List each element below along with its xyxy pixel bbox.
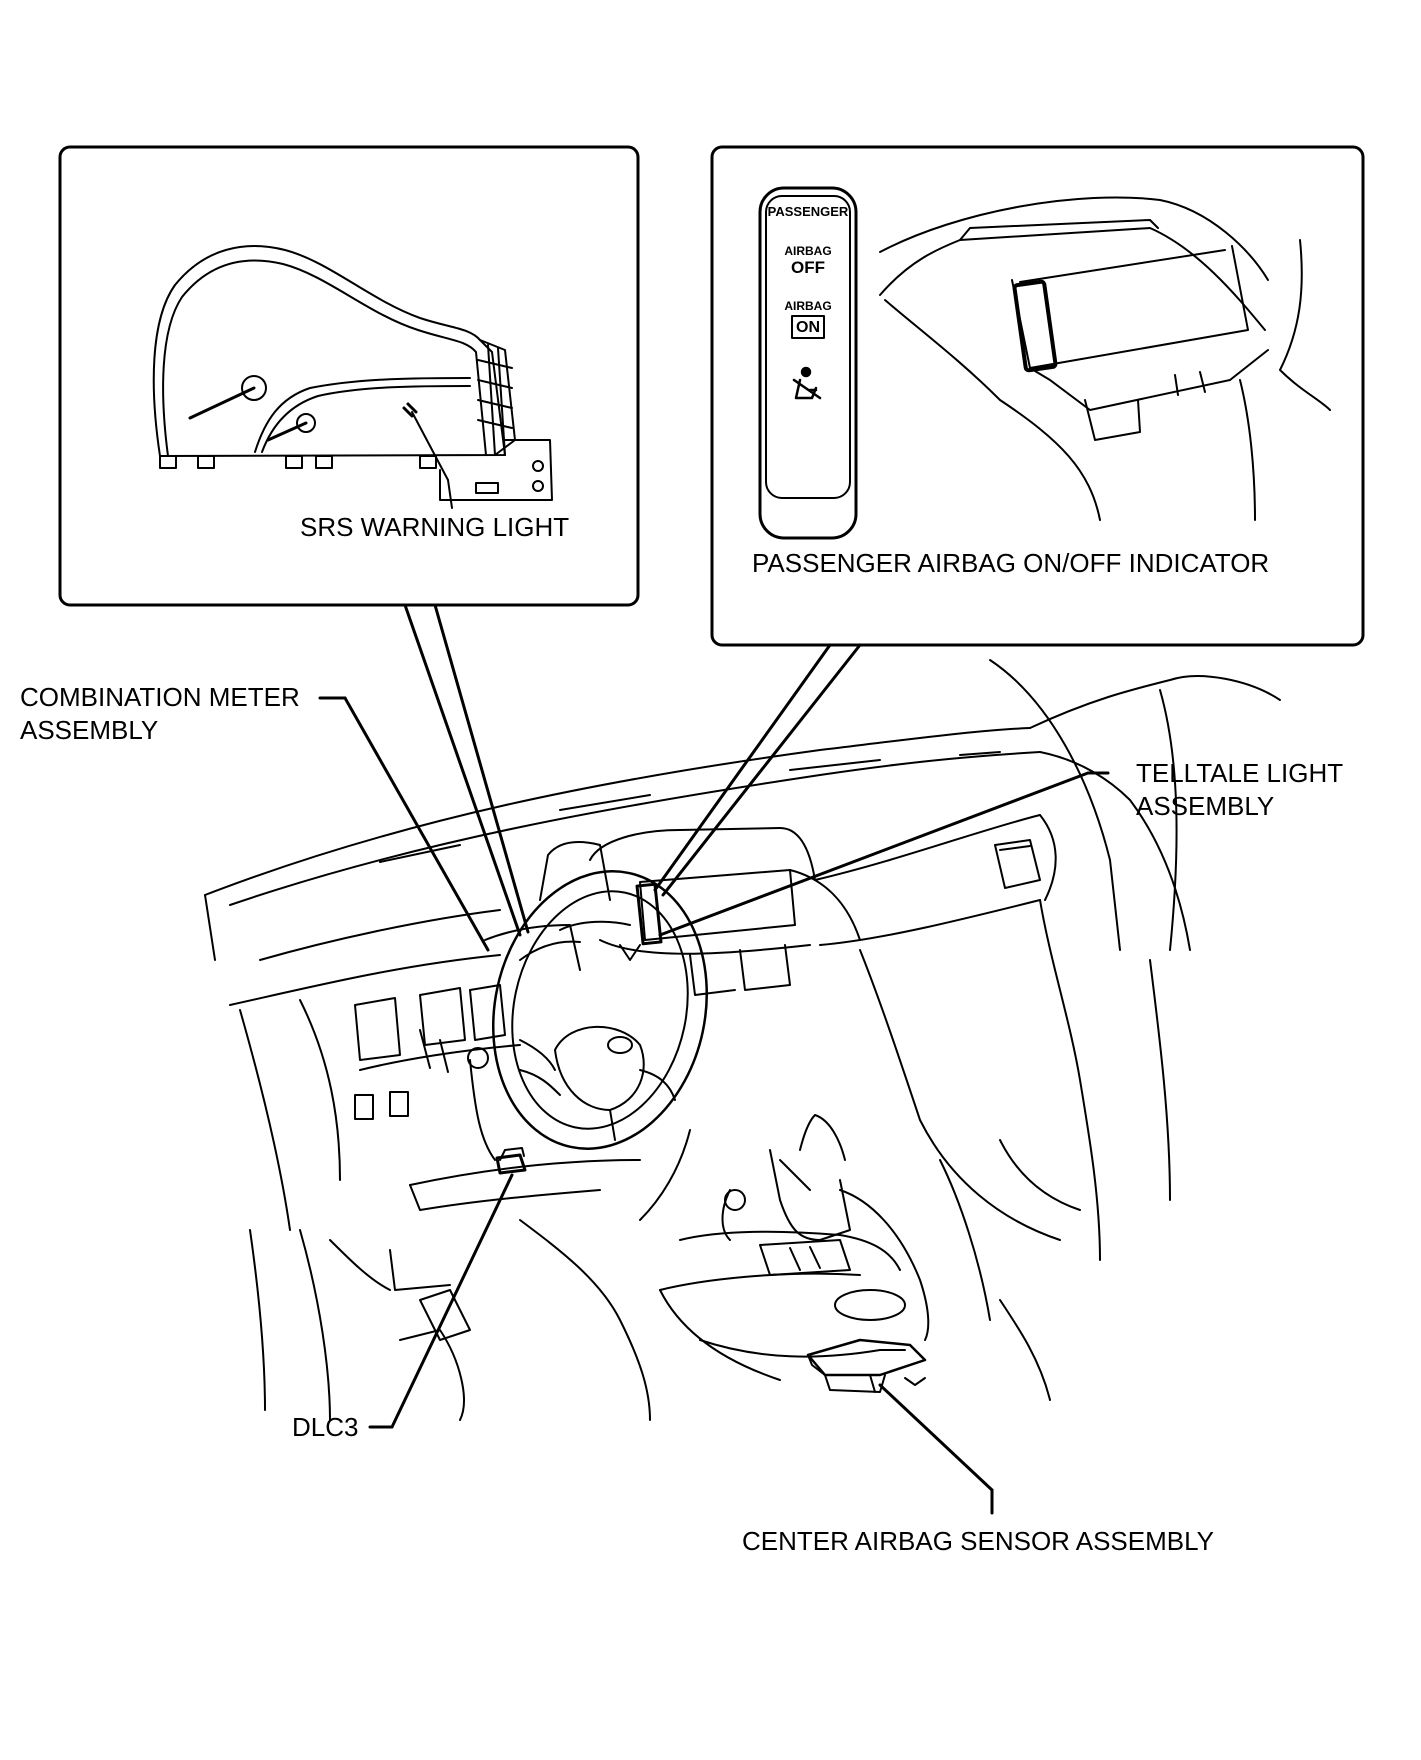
- callout-leaders: [318, 696, 1110, 1515]
- dlc3-label: DLC3: [292, 1412, 359, 1442]
- inset-combination-meter: [58, 145, 640, 607]
- telltale-light-label-line1: TELLTALE LIGHT: [1136, 758, 1344, 788]
- telltale-light-label-line2: ASSEMBLY: [1136, 791, 1275, 821]
- combination-meter-label-line1: COMBINATION METER: [20, 682, 300, 712]
- inset-passenger-indicator: [710, 145, 1365, 647]
- indicator-on-small: AIRBAG: [784, 299, 831, 313]
- indicator-on-frame: [791, 315, 825, 339]
- indicator-off-big: OFF: [791, 258, 825, 277]
- indicator-header: PASSENGER: [768, 204, 849, 219]
- passenger-airbag-indicator-label: PASSENGER AIRBAG ON/OFF INDICATOR: [752, 548, 1270, 578]
- seatbelt-warning-icon: [792, 366, 822, 400]
- indicator-off-small: AIRBAG: [784, 244, 831, 258]
- inset-leader-lines: [403, 603, 862, 937]
- combination-meter-label-line2: ASSEMBLY: [20, 715, 159, 745]
- srs-warning-light-label: SRS WARNING LIGHT: [300, 512, 570, 542]
- dashboard-illustration: [204, 659, 1281, 1421]
- indicator-on-big: ON: [796, 319, 820, 336]
- indicator-panel-text: PASSENGER AIRBAG OFF AIRBAG ON: [768, 204, 849, 336]
- center-airbag-sensor-label: CENTER AIRBAG SENSOR ASSEMBLY: [742, 1526, 1214, 1556]
